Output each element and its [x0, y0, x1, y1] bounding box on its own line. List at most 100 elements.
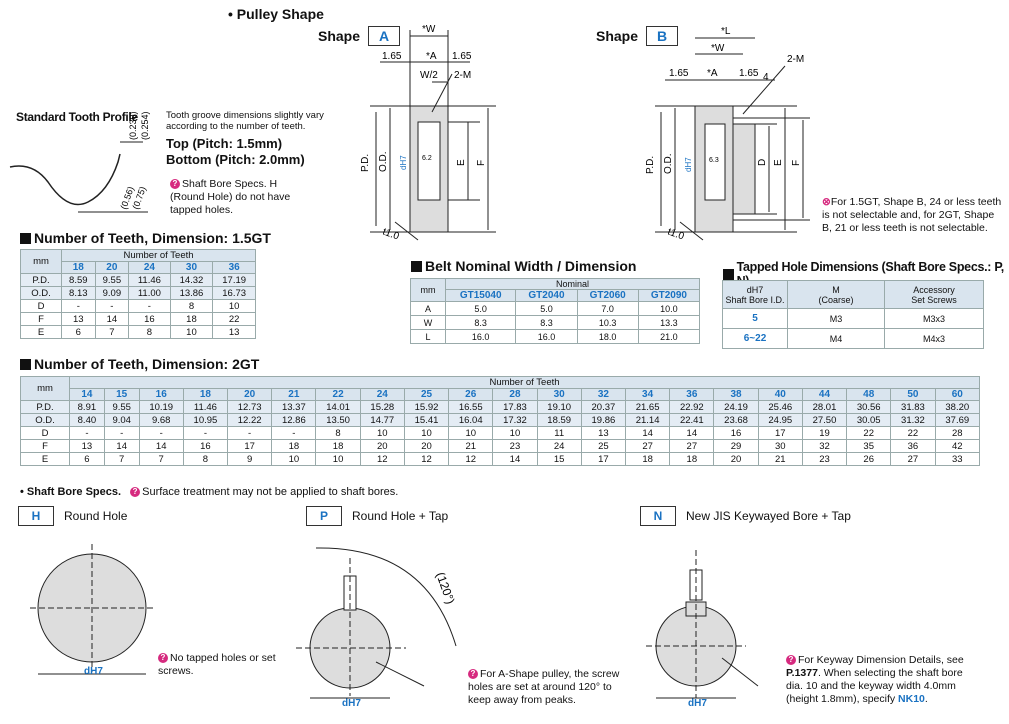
- dim-0230: (0.230): [128, 112, 138, 140]
- table-cell: M3: [787, 308, 885, 329]
- bore-h-drawing: dH7: [30, 544, 154, 677]
- tooth-bottom: Bottom (Pitch: 2.0mm): [166, 152, 305, 167]
- dim-pd: P.D.: [360, 154, 371, 172]
- caution-pin-icon: ?: [786, 655, 796, 666]
- tooth-top: Top (Pitch: 1.5mm): [166, 136, 283, 151]
- table-cell: 16.73: [212, 286, 256, 300]
- table-cell: 19.86: [580, 413, 627, 427]
- column-header: 26: [448, 388, 494, 401]
- table-cell: 10: [492, 426, 538, 440]
- caution-pin-icon: ?: [468, 669, 478, 680]
- table-cell: 38.20: [934, 400, 981, 414]
- column-header: 34: [624, 388, 671, 401]
- table-cell: 5.0: [515, 301, 578, 316]
- table-cell: 25.46: [757, 400, 803, 414]
- table-cell: 8: [169, 299, 214, 313]
- table-cell: M4x3: [884, 328, 984, 349]
- column-header: 24: [359, 388, 405, 401]
- table-cell: 13: [61, 312, 96, 326]
- table-cell: 12: [448, 452, 494, 466]
- table-cell: 20.37: [580, 400, 627, 414]
- table-cell: 7: [138, 452, 184, 466]
- table-cell: 8.3: [515, 315, 578, 330]
- table-cell: 18.59: [536, 413, 582, 427]
- bore-p-note: ?For A-Shape pulley, the screw holes are…: [468, 668, 620, 706]
- dim-0254: (0.254): [140, 112, 150, 140]
- table-cell: 11: [536, 426, 582, 440]
- table-cell: 15.92: [403, 400, 450, 414]
- dim-62: 6.2: [422, 155, 432, 162]
- table-cell: 18: [169, 312, 214, 326]
- row-label: O.D.: [20, 286, 62, 300]
- table-cell: 13.37: [271, 400, 317, 414]
- column-header: 20: [227, 388, 273, 401]
- table-cell: 16: [128, 312, 171, 326]
- column-header: 30: [536, 388, 582, 401]
- column-header: 20: [94, 261, 130, 274]
- bore-h-label: Round Hole: [64, 509, 128, 523]
- table-cell: 17.83: [492, 400, 538, 414]
- table-cell: 8: [182, 452, 229, 466]
- table-cell: 9.55: [94, 273, 130, 287]
- table-cell: 8.13: [61, 286, 96, 300]
- table-cell: 10.95: [182, 413, 229, 427]
- table-cell: 17: [757, 426, 803, 440]
- table-cell: 21.65: [624, 400, 671, 414]
- row-label: P.D.: [20, 400, 70, 414]
- tooth-profile-title: Standard Tooth Profile: [16, 110, 138, 124]
- shape-b-drawing: *L *W *A 1.65 1.65 4 2-M P.D. O.D. dH7 6…: [645, 26, 810, 243]
- column-header: GT2060: [576, 289, 639, 302]
- column-header: GT2090: [637, 289, 701, 302]
- column-header: GT2040: [515, 289, 578, 302]
- table-cell: 13: [580, 426, 627, 440]
- dim-dh7: dH7: [342, 698, 361, 708]
- belt-table-title: Belt Nominal Width / Dimension: [411, 258, 636, 274]
- table-cell: 14: [492, 452, 538, 466]
- bore-n-header: N New JIS Keywayed Bore + Tap: [640, 506, 851, 526]
- table-cell: 27: [890, 452, 936, 466]
- angle-120: (120°): [433, 570, 457, 606]
- table-cell: 31.83: [890, 400, 936, 414]
- column-header: 38: [713, 388, 759, 401]
- dim-165-left: 1.65: [382, 51, 402, 62]
- table-cell: M3x3: [884, 308, 984, 329]
- table-cell: 9.55: [103, 400, 140, 414]
- table-cell: -: [128, 299, 171, 313]
- table-cell: 5: [722, 308, 788, 329]
- shape-b-note: ⊗For 1.5GT, Shape B, 24 or less teeth is…: [822, 196, 1002, 234]
- shape-a-label: Shape A: [318, 26, 401, 46]
- bore-h-header: H Round Hole: [18, 506, 127, 526]
- table-cell: 32: [801, 439, 848, 453]
- table-cell: 8: [315, 426, 361, 440]
- row-label: W: [410, 315, 446, 330]
- table-cell: 8.3: [444, 315, 517, 330]
- table-cell: 20: [713, 452, 759, 466]
- table-cell: 12.86: [271, 413, 317, 427]
- table-cell: 10: [403, 426, 450, 440]
- table-cell: 18.0: [576, 329, 639, 344]
- column-header: 36: [212, 261, 256, 274]
- table-group-header: Nominal: [445, 278, 700, 290]
- table-cell: 7: [103, 452, 140, 466]
- page-link[interactable]: P.1377: [786, 667, 818, 679]
- dim-pd: P.D.: [645, 156, 656, 174]
- bore-h-note: ?No tapped holes or set screws.: [158, 652, 276, 677]
- table-cell: 16: [182, 439, 229, 453]
- shaft-bore-note: ?Shaft Bore Specs. H (Round Hole) do not…: [170, 178, 291, 216]
- column-header: 44: [801, 388, 848, 401]
- dim-w: *W: [711, 43, 725, 54]
- column-header: 16: [138, 388, 184, 401]
- table-cell: 30.56: [846, 400, 892, 414]
- row-label: F: [20, 439, 70, 453]
- dim-e: E: [773, 159, 784, 166]
- shape-word: Shape: [318, 28, 361, 44]
